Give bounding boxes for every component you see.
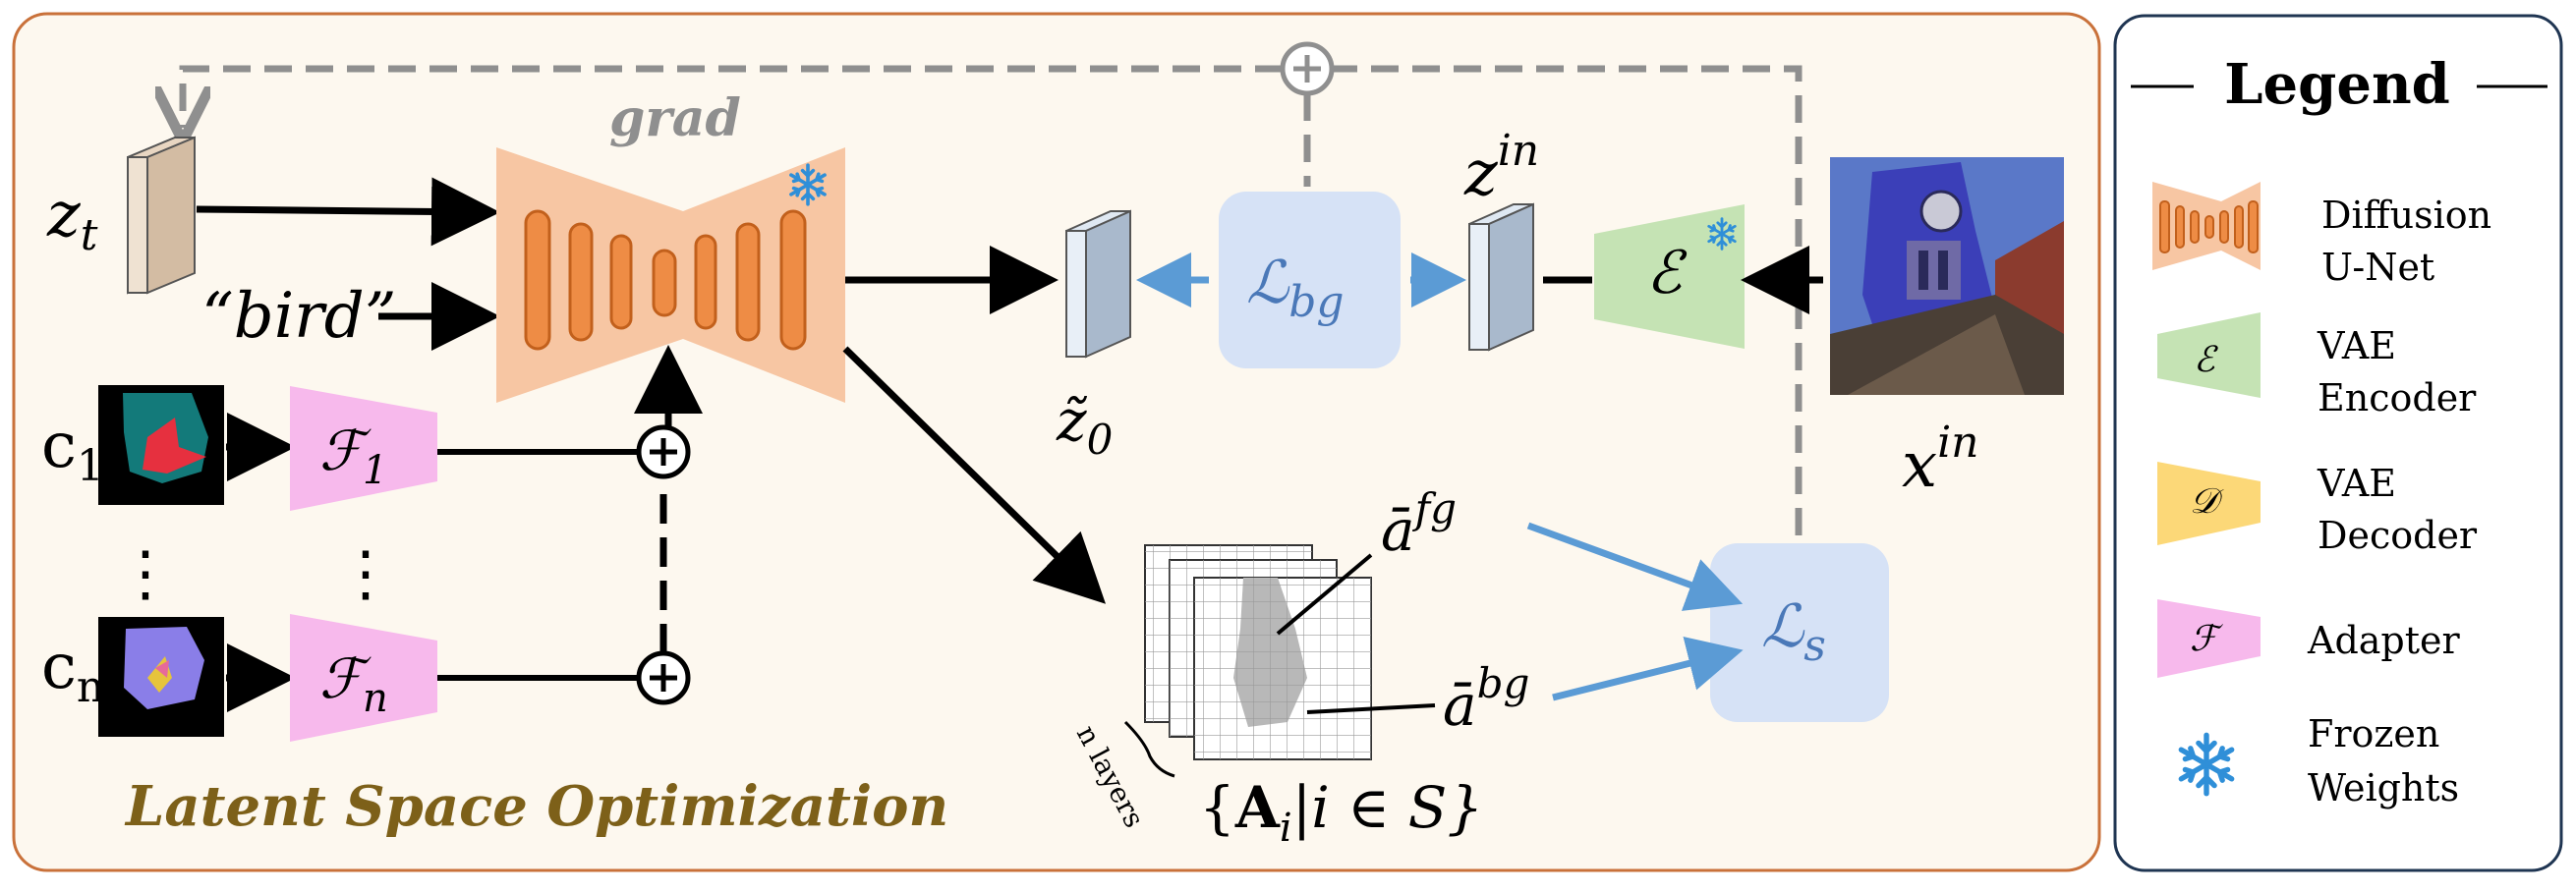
z-in-latent (1468, 202, 1534, 352)
cond-1-mask-image (98, 385, 224, 505)
gradient-feedback-loop (183, 65, 1803, 535)
sum-node-n (636, 650, 691, 705)
gradient-sum-node (1280, 41, 1335, 96)
adapter-1 (290, 386, 437, 511)
z-t-label: zt (46, 179, 98, 260)
z-in-label: zin (1463, 126, 1539, 210)
adapter-dots: ⋮ (335, 537, 396, 609)
legend-frozen-line2: Weights (2308, 766, 2459, 809)
cond-n-mask-image (98, 617, 224, 737)
a-fg-label: āfg (1381, 484, 1457, 564)
vae-encoder (1594, 204, 1745, 349)
legend-encoder-line1: VAE (2317, 324, 2396, 367)
prompt-text: “bird” (201, 280, 396, 353)
legend-title: Legend (2224, 52, 2450, 117)
input-image (1830, 157, 2064, 395)
grad-label: grad (609, 88, 741, 148)
cond-dots: ⋮ (115, 537, 176, 609)
loss-bg-label: ℒbg (1246, 249, 1345, 327)
legend-vae-decoder-icon (2157, 462, 2261, 545)
legend-decoder-line2: Decoder (2318, 514, 2478, 557)
encoder-symbol: ℰ (1646, 239, 1688, 307)
sum-node-1 (636, 424, 691, 479)
legend-unet-line1: Diffusion (2321, 194, 2491, 237)
loss-s-label: ℒs (1761, 592, 1826, 671)
legend-adapter-line1: Adapter (2307, 619, 2461, 662)
legend-unet-icon (2152, 182, 2261, 270)
adapter-n (290, 614, 437, 742)
x-in-label: xin (1902, 418, 1979, 502)
panel-title: Latent Space Optimization (124, 774, 948, 839)
legend-encoder-symbol: ℰ (2194, 340, 2218, 380)
adapter-1-label: ℱ1 (319, 419, 387, 493)
a-bg-label: ābg (1443, 659, 1529, 739)
legend-encoder-line2: Encoder (2318, 376, 2477, 419)
loss-s-box (1710, 543, 1889, 722)
z0-tilde-latent (1065, 209, 1131, 359)
z0-tilde-label: z̃0 (1056, 387, 1113, 464)
z-t-latent (127, 136, 196, 295)
legend-unet-line2: U-Net (2321, 246, 2434, 289)
attention-set-label: {Ai|i ∈ S} (1199, 774, 1483, 851)
legend-adapter-icon (2157, 599, 2261, 678)
legend-frozen-line1: Frozen (2308, 712, 2439, 755)
loss-bg-box (1219, 192, 1401, 368)
diffusion-unet (496, 147, 845, 403)
legend-decoder-line1: VAE (2317, 462, 2396, 505)
legend-vae-encoder-icon (2157, 312, 2261, 398)
attention-maps-stack (1144, 544, 1372, 760)
